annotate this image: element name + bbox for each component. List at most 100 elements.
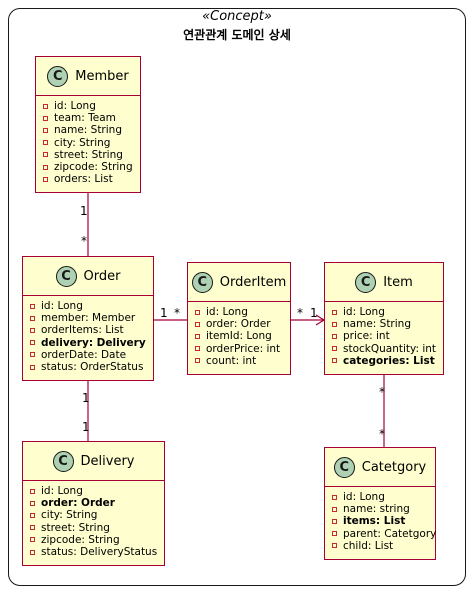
class-name: Item (383, 274, 413, 290)
private-visibility-icon (30, 340, 35, 346)
private-visibility-icon (195, 321, 200, 327)
attribute-text: id: Long (343, 491, 385, 504)
attribute-row: categories: List (332, 355, 443, 367)
class-c-icon: C (333, 456, 355, 478)
attribute-row: street: String (30, 522, 164, 534)
attribute-row: id: Long (43, 100, 140, 112)
attribute-text: orderDate: Date (41, 348, 127, 361)
private-visibility-icon (43, 176, 48, 182)
attribute-text: city: String (41, 509, 98, 522)
attribute-row: status: DeliveryStatus (30, 546, 164, 558)
attribute-row: order: Order (195, 318, 290, 330)
private-visibility-icon (332, 518, 337, 524)
multiplicity-label: * (379, 427, 385, 441)
private-visibility-icon (332, 321, 337, 327)
class-c-icon: C (55, 265, 77, 287)
private-visibility-icon (195, 333, 200, 339)
attribute-row: id: Long (30, 300, 153, 312)
attribute-text: orderItems: List (41, 324, 124, 337)
private-visibility-icon (195, 309, 200, 315)
attribute-row: status: OrderStatus (30, 361, 153, 373)
attribute-text: order: Order (41, 497, 115, 510)
attribute-row: orderDate: Date (30, 349, 153, 361)
attribute-text: parent: Catetgory (343, 527, 437, 540)
class-header: C Member (36, 57, 140, 96)
attribute-text: name: string (343, 503, 410, 516)
multiplicity-label: * (81, 234, 87, 248)
attribute-row: stockQuantity: int (332, 343, 443, 355)
multiplicity-label: * (379, 385, 385, 399)
attribute-text: child: List (343, 539, 394, 552)
attribute-text: count: int (206, 354, 257, 367)
private-visibility-icon (43, 152, 48, 158)
class-name: Delivery (80, 453, 135, 469)
attribute-text: items: List (343, 515, 406, 528)
attribute-row: name: String (43, 124, 140, 136)
private-visibility-icon (332, 358, 337, 364)
attribute-row: city: String (43, 137, 140, 149)
class-c-icon: C (47, 65, 69, 87)
multiplicity-label: 1 (82, 391, 90, 405)
attribute-text: status: OrderStatus (41, 361, 144, 374)
attribute-text: stockQuantity: int (343, 342, 437, 355)
attribute-text: delivery: Delivery (41, 336, 146, 349)
multiplicity-label: 1 (82, 420, 90, 434)
class-c-icon: C (191, 271, 213, 293)
package-stereotype: «Concept» (202, 9, 272, 24)
attribute-text: zipcode: String (41, 533, 120, 546)
attribute-text: zipcode: String (54, 161, 133, 174)
attribute-text: name: String (343, 318, 411, 331)
attribute-text: id: Long (54, 100, 96, 113)
attribute-text: city: String (54, 136, 111, 149)
private-visibility-icon (30, 315, 35, 321)
class-c-icon: C (52, 450, 74, 472)
class-c-icon: C (355, 271, 377, 293)
attribute-text: categories: List (343, 354, 435, 367)
private-visibility-icon (43, 127, 48, 133)
attribute-row: id: Long (332, 306, 443, 318)
attribute-row: street: String (43, 149, 140, 161)
attribute-row: zipcode: String (43, 161, 140, 173)
multiplicity-label: 1 (310, 306, 318, 320)
private-visibility-icon (195, 358, 200, 364)
class-header: C Catetgory (325, 448, 435, 487)
class-name: Catetgory (361, 459, 427, 475)
attribute-row: team: Team (43, 112, 140, 124)
private-visibility-icon (332, 506, 337, 512)
class-name: Order (83, 268, 121, 284)
class-name: Member (75, 68, 129, 84)
concept-package-frame (8, 8, 466, 586)
private-visibility-icon (30, 364, 35, 370)
attribute-text: itemId: Long (206, 330, 272, 343)
attribute-row: count: int (195, 355, 290, 367)
private-visibility-icon (30, 352, 35, 358)
attribute-row: order: Order (30, 497, 164, 509)
private-visibility-icon (30, 525, 35, 531)
private-visibility-icon (30, 488, 35, 494)
attribute-text: street: String (41, 521, 110, 534)
multiplicity-label: 1 (80, 204, 88, 218)
attribute-row: orderPrice: int (195, 343, 290, 355)
private-visibility-icon (43, 115, 48, 121)
attribute-row: id: Long (195, 306, 290, 318)
private-visibility-icon (43, 103, 48, 109)
attribute-row: itemId: Long (195, 330, 290, 342)
private-visibility-icon (332, 346, 337, 352)
private-visibility-icon (332, 309, 337, 315)
attribute-row: delivery: Delivery (30, 337, 153, 349)
attribute-row: parent: Catetgory (332, 527, 437, 540)
private-visibility-icon (30, 512, 35, 518)
class-header: C Order (23, 257, 153, 296)
private-visibility-icon (332, 333, 337, 339)
